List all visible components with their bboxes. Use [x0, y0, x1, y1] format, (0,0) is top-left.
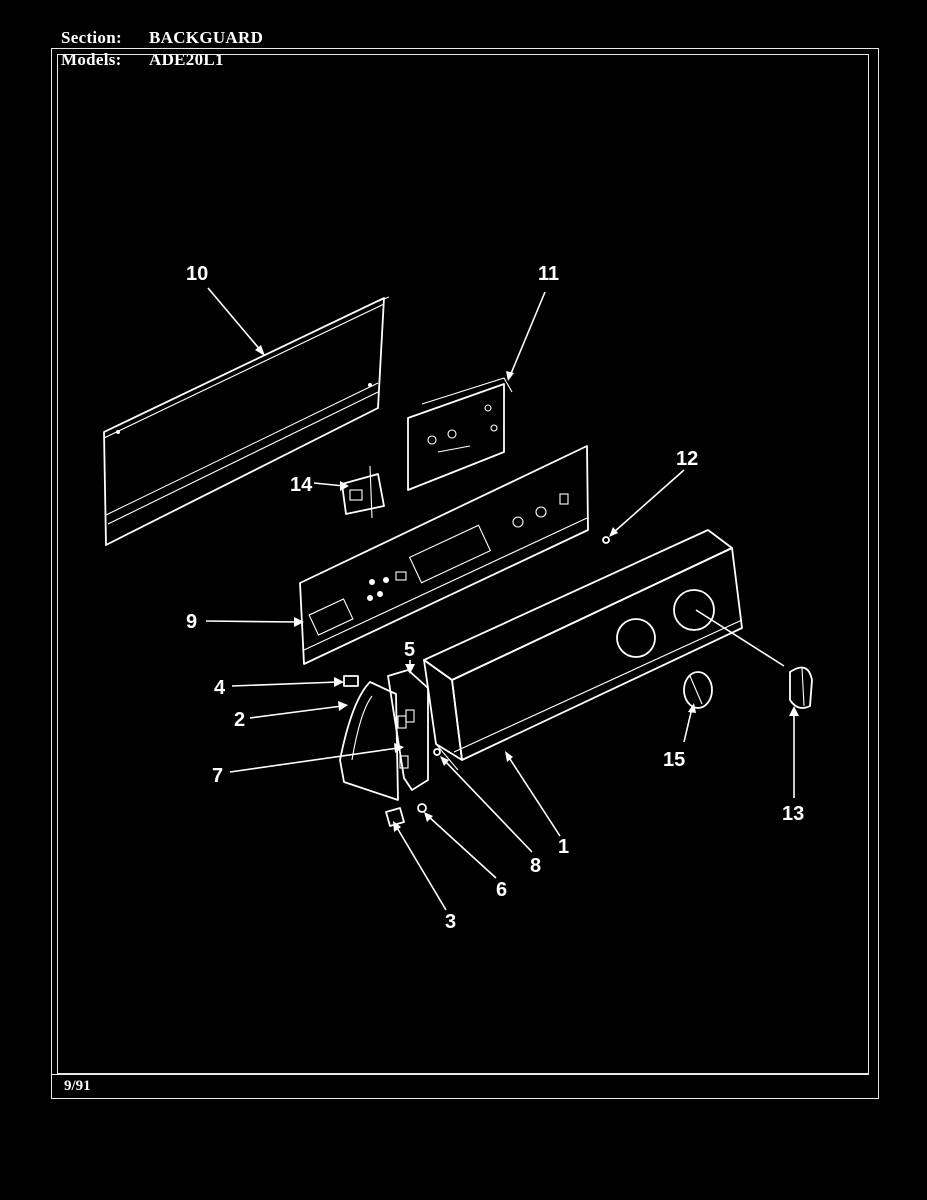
part-4-clip — [343, 675, 359, 687]
part-12-screw — [602, 536, 610, 544]
callout-4: 4 — [214, 677, 226, 699]
callout-11: 11 — [538, 263, 559, 285]
part-13-knob — [789, 666, 813, 709]
callout-3: 3 — [445, 911, 456, 933]
callout-5: 5 — [404, 639, 415, 661]
leader-lines — [205, 287, 799, 911]
part-3-lower-clip — [385, 807, 405, 827]
section-label: Section: — [61, 28, 122, 47]
callout-7: 7 — [212, 765, 223, 787]
part-11-control-board — [407, 377, 513, 491]
part-14-relay — [341, 465, 385, 519]
part-5-trim-strip — [387, 669, 429, 791]
callout-2: 2 — [234, 709, 245, 731]
footer-date: 9/91 — [64, 1078, 91, 1094]
callout-15: 15 — [663, 749, 685, 771]
callout-14: 14 — [290, 474, 313, 496]
callout-10: 10 — [186, 263, 208, 285]
part-8-screw — [433, 748, 441, 756]
drawing-inner-frame — [57, 54, 869, 1074]
callout-8: 8 — [530, 855, 541, 877]
callout-9: 9 — [186, 611, 197, 633]
section-value: BACKGUARD — [149, 28, 264, 47]
drawing-frame — [51, 48, 879, 1099]
callout-12: 12 — [676, 448, 698, 470]
part-9-control-panel — [299, 445, 589, 665]
callout-13: 13 — [782, 803, 804, 825]
footer-divider — [51, 1074, 869, 1075]
callout-1: 1 — [558, 836, 569, 858]
callout-6: 6 — [496, 879, 507, 901]
part-2-end-cap — [339, 681, 399, 801]
part-15-knob — [683, 671, 713, 709]
part-1-console-housing — [423, 529, 743, 771]
part-10-rear-panel — [103, 296, 390, 546]
part-6-screw — [417, 803, 427, 813]
